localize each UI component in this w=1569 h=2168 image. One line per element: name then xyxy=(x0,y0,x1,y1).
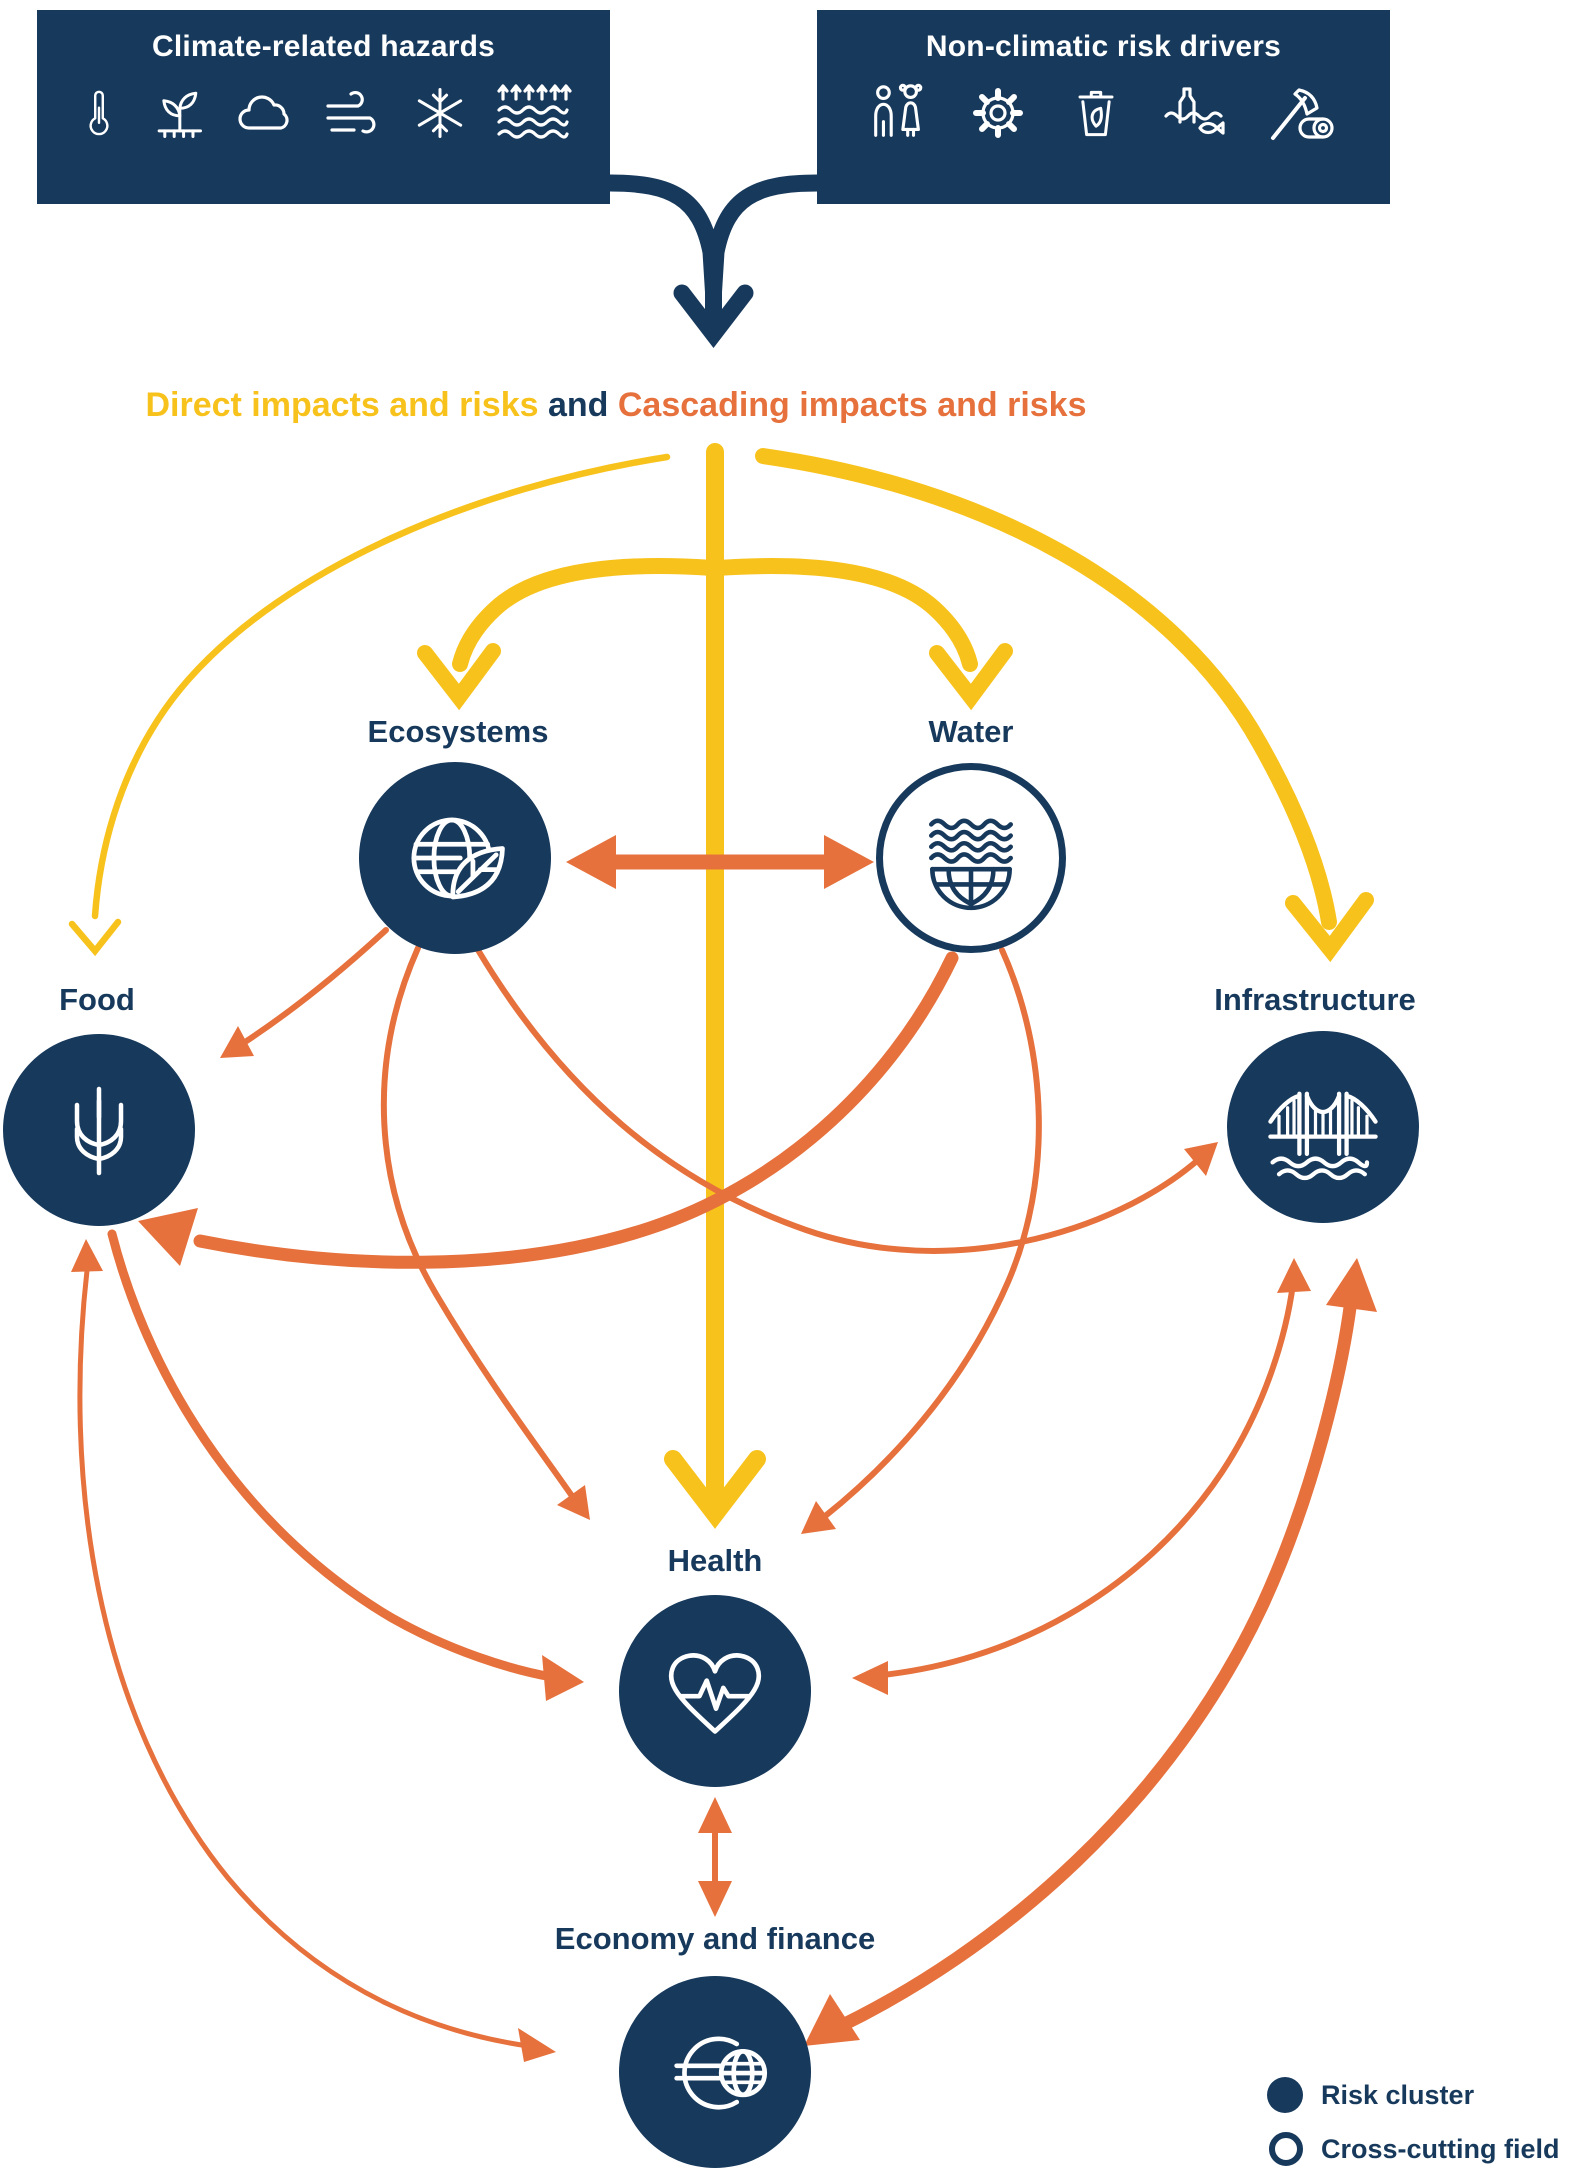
non-climatic-drivers-box: Non-climatic risk drivers xyxy=(817,10,1390,204)
wheat-icon xyxy=(74,1086,124,1176)
headline-and: and xyxy=(538,386,618,424)
drought-plant-icon xyxy=(158,91,203,138)
infrastructure-label: Infrastructure xyxy=(1214,982,1416,1017)
cascading-arrows xyxy=(71,835,1377,2062)
cascading-arrow-water-health xyxy=(801,947,1042,1534)
health-label: Health xyxy=(667,1543,763,1578)
water-node xyxy=(876,763,1066,953)
headline-cascading: Cascading impacts and risks xyxy=(617,386,1087,424)
gear-icon xyxy=(972,88,1023,138)
merge-arrow-hazards-drivers xyxy=(601,174,826,348)
direct-arrow-to-food xyxy=(68,453,671,957)
cross-cutting-marker xyxy=(1269,2132,1303,2166)
non-climatic-drivers-icons xyxy=(817,80,1390,146)
health-node xyxy=(619,1595,811,1787)
climate-hazards-box: Climate-related hazards xyxy=(37,10,610,204)
cascading-arrow-water-food xyxy=(138,951,959,1269)
cascading-arrow-ecosystems-food xyxy=(220,927,389,1058)
food-label: Food xyxy=(59,982,135,1017)
legend-cross-cutting: Cross-cutting field xyxy=(1269,2132,1560,2166)
waves-globe-icon xyxy=(929,818,1013,911)
direct-arrow-to-ecosystems xyxy=(417,558,721,711)
economy-label: Economy and finance xyxy=(554,1921,876,1956)
wind-icon xyxy=(326,90,376,134)
cascading-arrow-ecosystems-health xyxy=(380,945,590,1520)
direct-arrow-to-water xyxy=(709,558,1013,711)
non-climatic-drivers-title: Non-climatic risk drivers xyxy=(925,30,1282,63)
cross-cutting-label: Cross-cutting field xyxy=(1321,2133,1560,2164)
risk-cluster-label: Risk cluster xyxy=(1321,2079,1475,2110)
direct-arrows xyxy=(68,443,1374,1529)
climate-hazards-icons xyxy=(37,80,610,146)
impacts-headline: Direct impacts and risks and Cascading i… xyxy=(0,386,1232,425)
cascading-arrow-health-economy xyxy=(698,1797,732,1917)
globe-leaf-icon xyxy=(411,817,505,900)
food-node xyxy=(3,1034,195,1226)
headline-direct: Direct impacts and risks xyxy=(145,386,539,424)
cascading-arrow-economy-infrastructure xyxy=(804,1258,1377,2046)
cascading-arrow-food-health xyxy=(107,1229,584,1701)
water-pollution-icon xyxy=(1164,87,1225,135)
euro-globe-icon xyxy=(674,2036,768,2110)
economy-node xyxy=(619,1976,811,2168)
people-icon xyxy=(873,83,923,137)
rain-cloud-icon xyxy=(238,95,289,130)
legend-risk-cluster: Risk cluster xyxy=(1267,2077,1474,2113)
ecosystems-node xyxy=(359,762,551,954)
thermometer-icon xyxy=(89,90,109,136)
direct-arrow-to-health xyxy=(664,443,766,1529)
climate-hazards-title: Climate-related hazards xyxy=(151,30,496,63)
deforestation-icon xyxy=(1271,88,1334,140)
cascading-arrow-ecosystems-water xyxy=(566,835,874,889)
flood-icon xyxy=(497,84,572,139)
direct-arrow-to-infrastructure xyxy=(755,448,1374,963)
water-label: Water xyxy=(928,714,1014,749)
heart-pulse-icon xyxy=(669,1653,761,1734)
cascading-arrow-ecosystems-infrastructure xyxy=(475,947,1218,1254)
cascading-arrow-health-infrastructure xyxy=(852,1258,1311,1695)
cascading-arrow-food-economy xyxy=(71,1239,556,2062)
waste-bin-icon xyxy=(1079,90,1114,137)
bridge-icon xyxy=(1268,1091,1378,1181)
ecosystems-label: Ecosystems xyxy=(367,714,549,749)
risk-cluster-marker xyxy=(1267,2077,1303,2113)
infrastructure-node xyxy=(1227,1031,1419,1223)
snowflake-icon xyxy=(417,88,462,138)
